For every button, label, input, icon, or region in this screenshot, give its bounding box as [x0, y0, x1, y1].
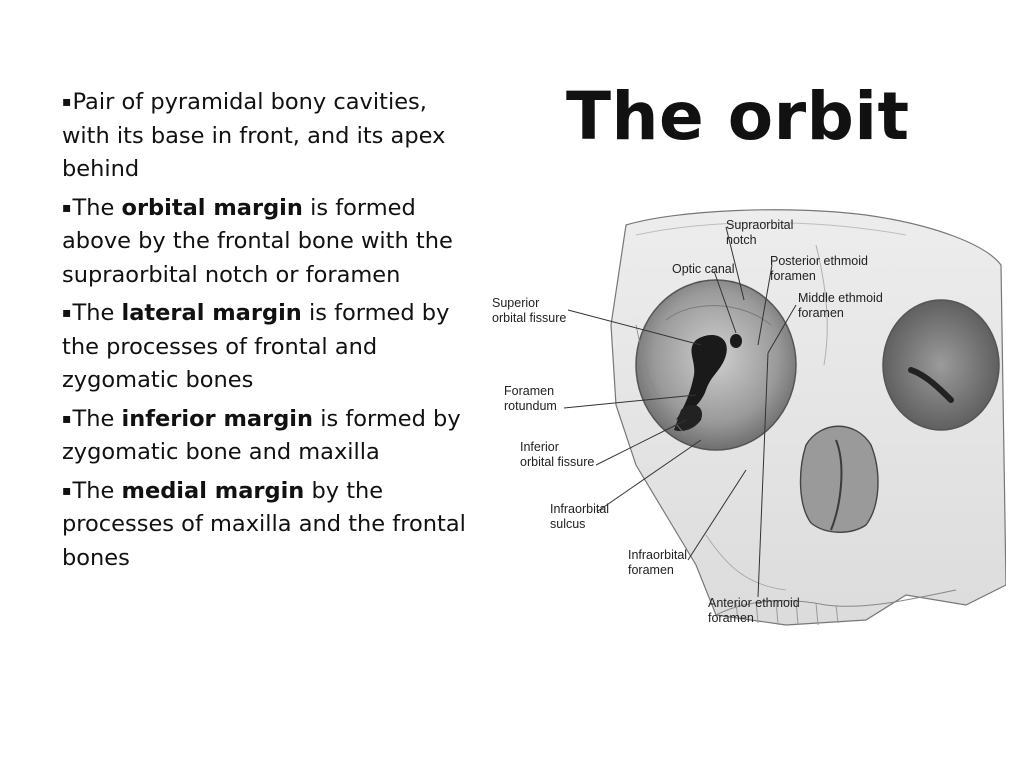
bullet-marker: ▪ [62, 410, 72, 427]
bullet-text: Pair of pyramidal bony cavities, [72, 89, 427, 115]
bullet-text: is formed above by the frontal bone with… [62, 194, 453, 288]
bullet-text: by the processes of maxilla and the fron… [62, 477, 466, 571]
slide-title: The orbit [566, 78, 910, 155]
right-orbit [882, 299, 1000, 431]
bullet-item: ▪Pair of pyramidal bony cavities, with it… [62, 86, 472, 187]
bullet-marker: ▪ [62, 199, 72, 216]
bullet-text: is formed by zygomatic bone and maxilla [62, 405, 461, 466]
nasal-cavity [799, 425, 879, 533]
optic-canal-shape [730, 334, 742, 348]
bullet-text: The [72, 405, 122, 432]
bullet-marker: ▪ [62, 305, 72, 321]
bullet-term: inferior margin [121, 405, 314, 432]
bullet-term: orbital margin [121, 194, 303, 221]
bullet-text: The [72, 477, 122, 504]
bullet-item: ▪The inferior margin is formed by zygoma… [62, 403, 472, 470]
bullet-text: The [72, 300, 122, 326]
bullet-list: ▪Pair of pyramidal bony cavities,with it… [62, 86, 472, 580]
label-optic-canal: Optic canal [672, 262, 735, 276]
bullet-marker: ▪ [62, 482, 72, 499]
bullet-marker: ▪ [62, 94, 72, 110]
bullet-term: lateral margin [121, 300, 302, 326]
bullet-text: with its base in front, and its apex beh… [62, 122, 446, 183]
bullet-text: The [72, 194, 122, 221]
bullet-term: medial margin [121, 477, 305, 504]
bullet-item: ▪The orbital margin is formed above by t… [62, 192, 472, 293]
bullet-item: ▪The medial margin by the processes of m… [62, 475, 472, 576]
superior-orbital-fissure-shape [676, 335, 727, 420]
bullet-text: is formed by the processes of frontal an… [62, 300, 450, 393]
bullet-item: ▪The lateral margin is formed by the pro… [62, 297, 472, 398]
